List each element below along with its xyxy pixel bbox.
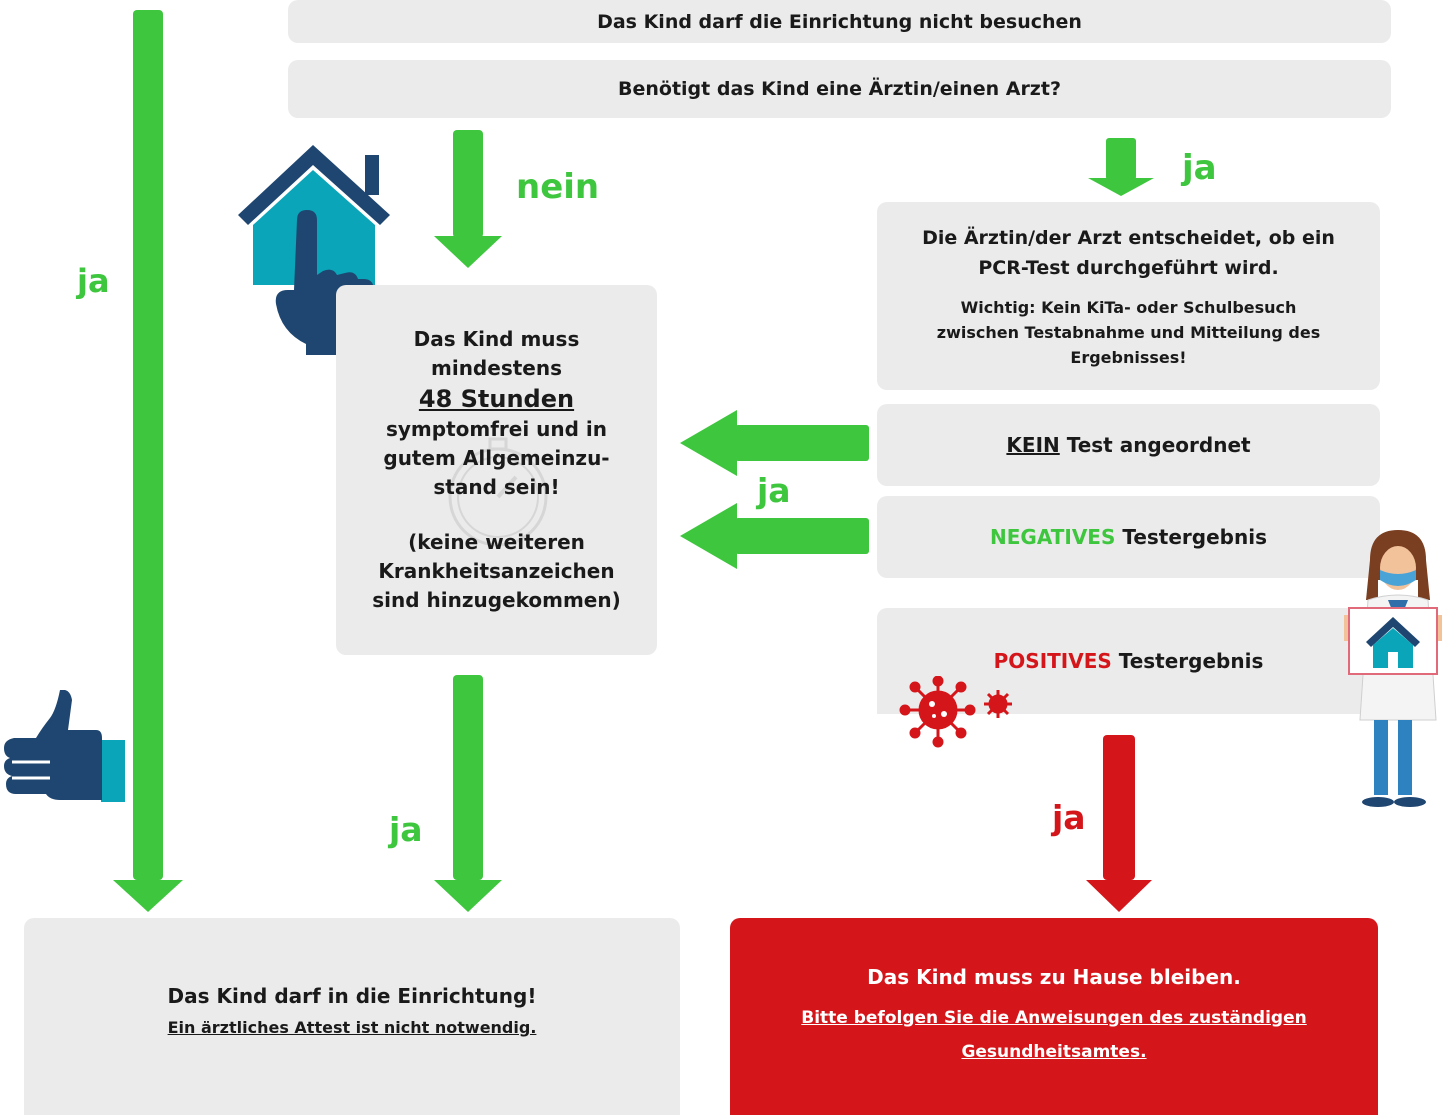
label-ja-middle: ja [757, 471, 791, 510]
result-allowed-title: Das Kind darf in die Einrichtung! [167, 984, 537, 1008]
label-ja-left: ja [77, 262, 110, 300]
kein-test-box: KEIN Test angeordnet [877, 404, 1380, 486]
green-arrow-center-down [434, 675, 502, 912]
doctor-line-1: Die Ärztin/der Arzt entscheidet, ob ein [922, 226, 1335, 249]
center-line-8: sind hinzugekommen) [372, 588, 621, 612]
green-arrow-negativ [680, 503, 869, 569]
positiv-box: POSITIVES Testergebnis [877, 608, 1380, 714]
doctor-note-2: zwischen Testabnahme und Mitteilung des [936, 322, 1321, 342]
center-line-6: (keine weiteren [408, 530, 585, 554]
label-ja-red: ja [1052, 798, 1086, 837]
label-ja-bottom-center: ja [389, 810, 423, 849]
center-line-1: Das Kind muss [413, 327, 580, 351]
kein-emph: KEIN [1006, 433, 1060, 457]
center-48h: 48 Stunden [418, 385, 575, 413]
doctor-decision-box: Die Ärztin/der Arzt entscheidet, ob ein … [877, 202, 1380, 390]
result-home-sub-1: Bitte befolgen Sie die Anweisungen des z… [801, 1007, 1307, 1028]
center-line-5: stand sein! [433, 475, 560, 499]
thumbs-up-icon [4, 690, 125, 802]
doctor-note-1: Wichtig: Kein KiTa- oder Schulbesuch [960, 297, 1297, 317]
result-home-title: Das Kind muss zu Hause bleiben. [867, 964, 1241, 989]
green-arrow-kein-test [680, 410, 869, 476]
negativ-emph: NEGATIVES [990, 525, 1116, 549]
center-line-2: mindestens [431, 356, 562, 380]
center-line-7: Krankheitsanzeichen [378, 559, 615, 583]
center-symptomfree-box: Das Kind muss mindestens 48 Stunden symp… [336, 285, 657, 655]
result-home-box: Das Kind muss zu Hause bleiben. Bitte be… [730, 918, 1378, 1115]
negativ-rest: Testergebnis [1115, 525, 1267, 549]
green-arrow-ja-right [1088, 138, 1154, 196]
result-allowed-box: Das Kind darf in die Einrichtung! Ein är… [24, 918, 680, 1115]
negativ-box: NEGATIVES Testergebnis [877, 496, 1380, 578]
bar-not-allowed: Das Kind darf die Einrichtung nicht besu… [288, 0, 1391, 43]
label-nein: nein [516, 167, 600, 207]
positiv-rest: Testergebnis [1111, 649, 1264, 673]
bar-need-doctor-text: Benötigt das Kind eine Ärztin/einen Arzt… [618, 78, 1061, 100]
bar-not-allowed-text: Das Kind darf die Einrichtung nicht besu… [597, 10, 1082, 33]
green-arrow-nein [434, 130, 502, 268]
result-allowed-sub: Ein ärztliches Attest ist nicht notwendi… [167, 1018, 537, 1037]
red-arrow-down [1086, 735, 1152, 912]
positiv-emph: POSITIVES [993, 649, 1112, 673]
doctor-icon [1344, 530, 1442, 807]
center-line-4: gutem Allgemeinzu- [383, 446, 610, 470]
center-line-3: symptomfrei und in [385, 417, 608, 441]
virus-icon [899, 676, 1012, 748]
bar-need-doctor: Benötigt das Kind eine Ärztin/einen Arzt… [288, 60, 1391, 118]
kein-rest: Test angeordnet [1059, 433, 1251, 457]
label-ja-top-right: ja [1182, 148, 1217, 188]
stopwatch-icon [448, 437, 548, 547]
green-arrow-left [113, 10, 183, 912]
doctor-note-3: Ergebnisses! [1070, 347, 1187, 367]
result-home-sub-2: Gesundheitsamtes. [961, 1041, 1147, 1062]
doctor-line-2: PCR-Test durchgeführt wird. [978, 256, 1279, 279]
